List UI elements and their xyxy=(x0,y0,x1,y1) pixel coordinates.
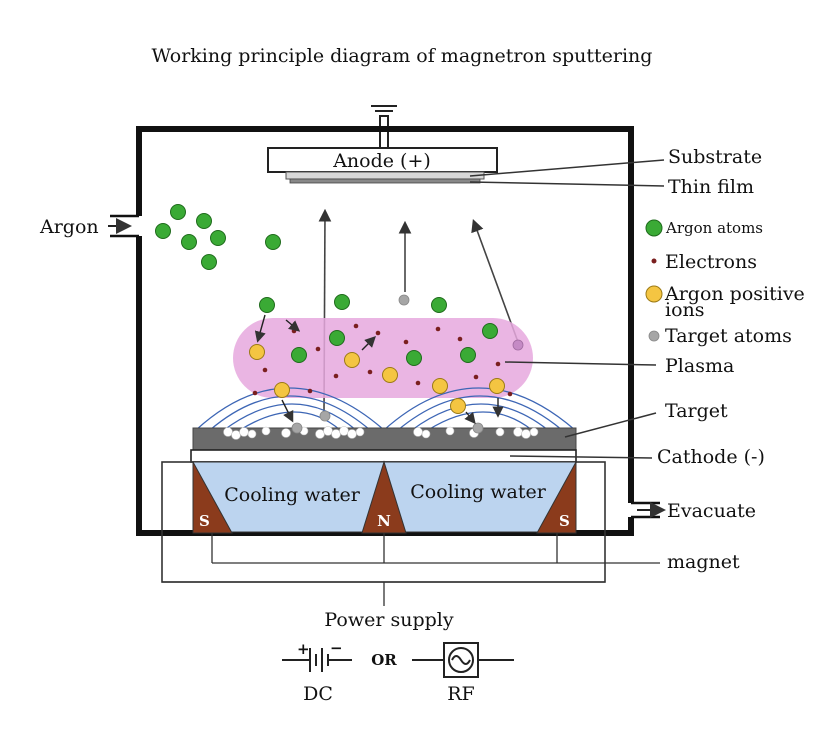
cooling-water-right-label: Cooling water xyxy=(410,481,546,503)
dc-battery-icon xyxy=(282,648,352,672)
legend-target-atom-swatch xyxy=(648,330,660,342)
electron xyxy=(415,380,421,386)
thin-film-label: Thin film xyxy=(668,176,754,198)
argon-ion xyxy=(274,382,290,398)
argon-atom xyxy=(259,297,275,313)
magnet-label: magnet xyxy=(667,551,740,573)
plasma-label: Plasma xyxy=(665,355,734,377)
argon-atom xyxy=(329,330,345,346)
argon-atom xyxy=(460,347,476,363)
target-leader xyxy=(564,412,657,438)
diagram-title: Working principle diagram of magnetron s… xyxy=(152,45,653,67)
legend-argon-atoms: Argon atoms xyxy=(665,219,763,237)
substrate xyxy=(285,171,485,180)
electron xyxy=(333,373,339,379)
electron xyxy=(403,339,409,345)
collision-arrows xyxy=(254,314,504,425)
argon-ion xyxy=(382,367,398,383)
argon-ion xyxy=(249,344,265,360)
evacuate-label: Evacuate xyxy=(667,500,756,522)
electron xyxy=(315,346,321,352)
rf-source-icon xyxy=(412,642,514,678)
target-atom xyxy=(512,339,524,351)
argon-inlet-label: Argon xyxy=(39,216,99,238)
pole-s-right-label: S xyxy=(559,512,570,530)
cooling-water-left-label: Cooling water xyxy=(224,484,360,506)
target-atom xyxy=(291,422,303,434)
legend-electron-swatch xyxy=(651,258,657,264)
magnet-wires xyxy=(162,533,660,606)
legend-electrons: Electrons xyxy=(665,251,757,273)
argon-atom xyxy=(334,294,350,310)
argon-atom xyxy=(431,297,447,313)
electron xyxy=(435,326,441,332)
thin-film xyxy=(289,178,481,184)
magnetic-field-lines xyxy=(195,387,576,431)
argon-ion xyxy=(489,378,505,394)
legend: Argon atoms Electrons Argon positive ion… xyxy=(645,219,805,347)
substrate-label: Substrate xyxy=(668,146,762,168)
electron xyxy=(495,361,501,367)
legend-target-atoms: Target atoms xyxy=(665,325,792,347)
target-atom xyxy=(472,422,484,434)
target-atom xyxy=(319,410,331,422)
anode-plate xyxy=(267,147,498,173)
cathode-label: Cathode (-) xyxy=(657,446,765,468)
electron xyxy=(291,328,297,334)
anode-label: Anode (+) xyxy=(332,150,431,172)
argon-atom xyxy=(170,204,186,220)
electron xyxy=(262,367,268,373)
sputter-arrow-3 xyxy=(471,218,519,343)
electron xyxy=(375,330,381,336)
target-atoms-group xyxy=(291,294,524,434)
argon-ion xyxy=(432,378,448,394)
argon-atoms-group xyxy=(155,204,498,366)
argon-atom xyxy=(196,213,212,229)
cathode-leader xyxy=(509,455,653,459)
pole-s-left-label: S xyxy=(199,512,210,530)
plasma-leader xyxy=(504,361,657,366)
argon-ions-group xyxy=(249,344,505,414)
legend-argon-atom-swatch xyxy=(645,219,663,237)
electron xyxy=(252,390,258,396)
dc-label: DC xyxy=(303,683,333,705)
argon-atom xyxy=(482,323,498,339)
argon-ion xyxy=(344,352,360,368)
argon-atom xyxy=(210,230,226,246)
electron xyxy=(473,374,479,380)
or-label: OR xyxy=(371,651,397,669)
dc-minus-sign: − xyxy=(330,639,343,657)
argon-atom xyxy=(291,347,307,363)
substrate-leader xyxy=(469,159,665,177)
electron xyxy=(307,388,313,394)
dc-plus-sign: + xyxy=(297,640,310,658)
target-erosion-bumps xyxy=(223,426,539,440)
argon-atom xyxy=(181,234,197,250)
legend-argon-ion-swatch xyxy=(645,285,663,303)
target-atom xyxy=(398,294,410,306)
argon-atom xyxy=(201,254,217,270)
target-label: Target xyxy=(665,400,728,422)
argon-ion xyxy=(450,398,466,414)
pole-n-label: N xyxy=(377,512,391,530)
argon-atom xyxy=(155,223,171,239)
argon-inlet-pipe xyxy=(110,214,139,238)
electron xyxy=(507,391,513,397)
argon-atom xyxy=(265,234,281,250)
thin-film-leader xyxy=(469,181,665,187)
legend-argon-ions-line2: ions xyxy=(665,299,705,321)
electron xyxy=(457,336,463,342)
electron xyxy=(353,323,359,329)
power-supply-label: Power supply xyxy=(324,609,453,631)
legend-argon-ions-line1: Argon positive xyxy=(664,283,805,305)
rf-label: RF xyxy=(447,683,475,705)
electron xyxy=(367,369,373,375)
argon-atom xyxy=(406,350,422,366)
